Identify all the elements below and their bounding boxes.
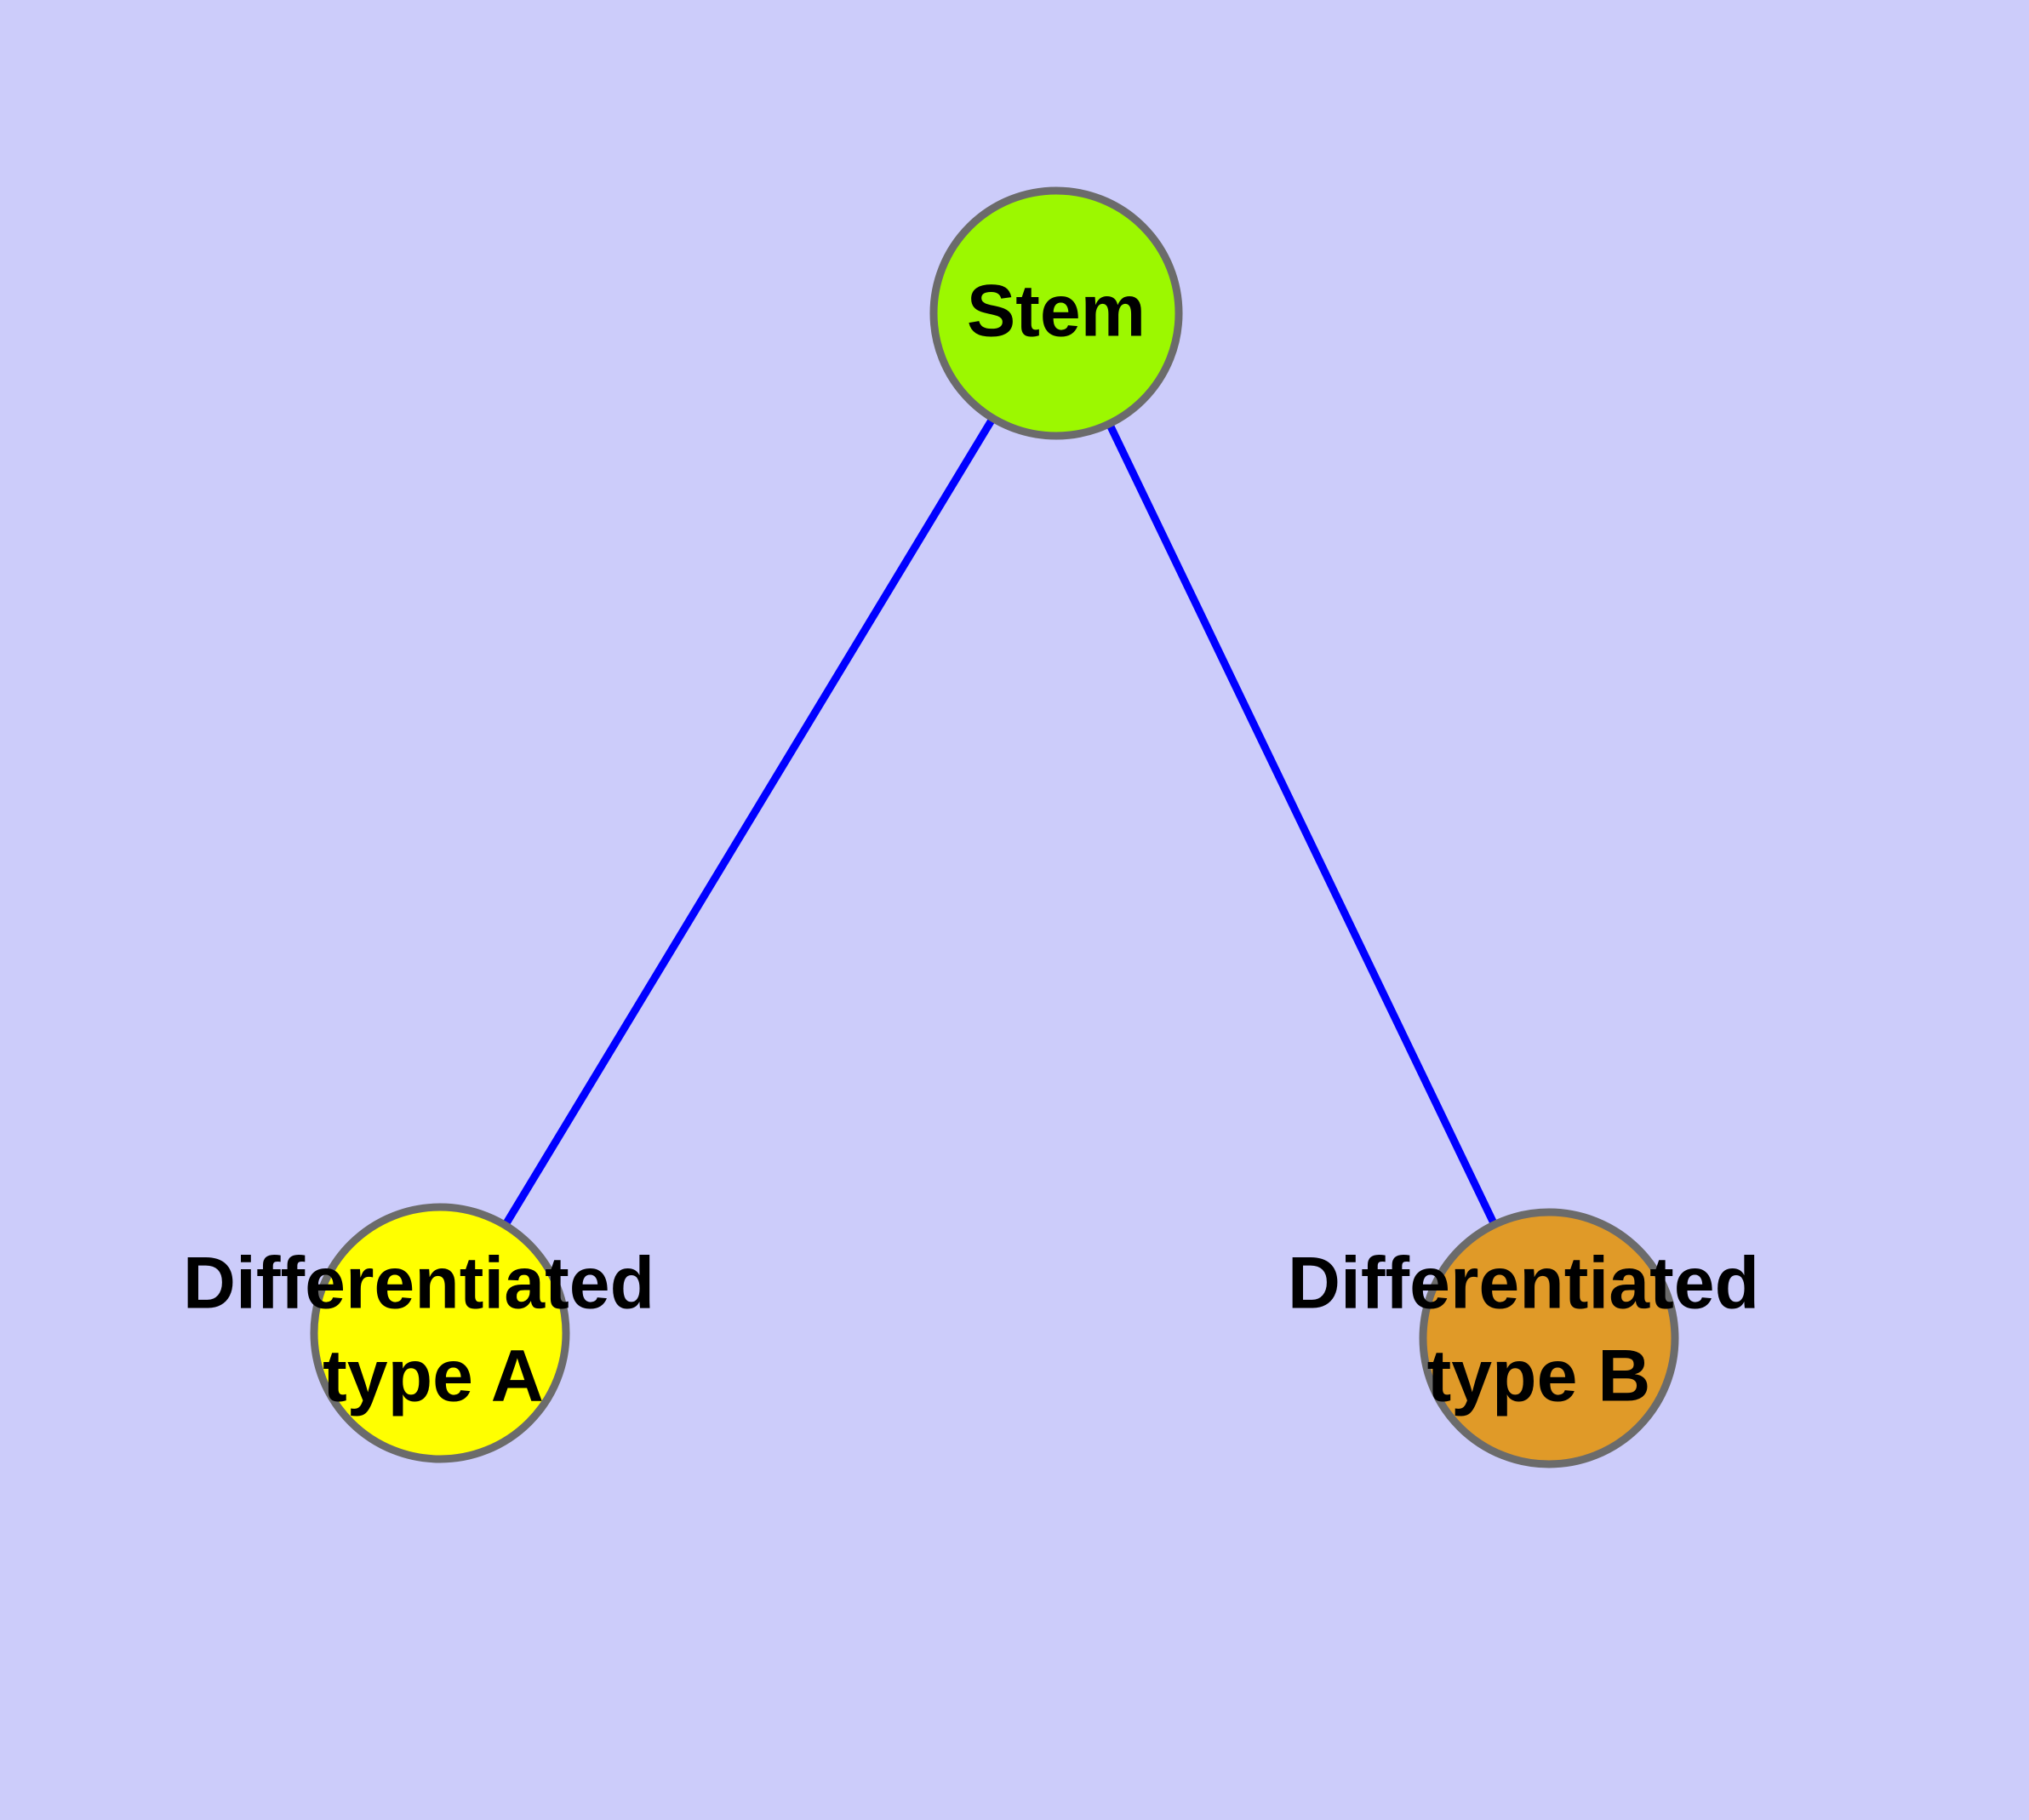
node-differentiated-type-b[interactable] [1419, 1208, 1679, 1468]
edge-stem-to-differentiated-type-a[interactable] [437, 311, 1060, 1336]
node-label-differentiated-type-b-line2: type B [1427, 1336, 1651, 1417]
node-label-stem: Stem [967, 271, 1146, 352]
node-layer [310, 186, 1679, 1468]
node-label-differentiated-type-a-line2: type A [323, 1336, 544, 1417]
node-label-differentiated-type-a-line1: Differentiated [183, 1243, 654, 1325]
node-differentiated-type-a[interactable] [310, 1203, 570, 1463]
node-label-differentiated-type-b-line1: Differentiated [1288, 1243, 1759, 1325]
label-layer: Stem Differentiated type A Differentiate… [183, 271, 1759, 1417]
node-stem[interactable] [929, 186, 1183, 440]
edge-layer [437, 311, 1553, 1340]
edge-stem-to-differentiated-type-b[interactable] [1052, 312, 1553, 1340]
